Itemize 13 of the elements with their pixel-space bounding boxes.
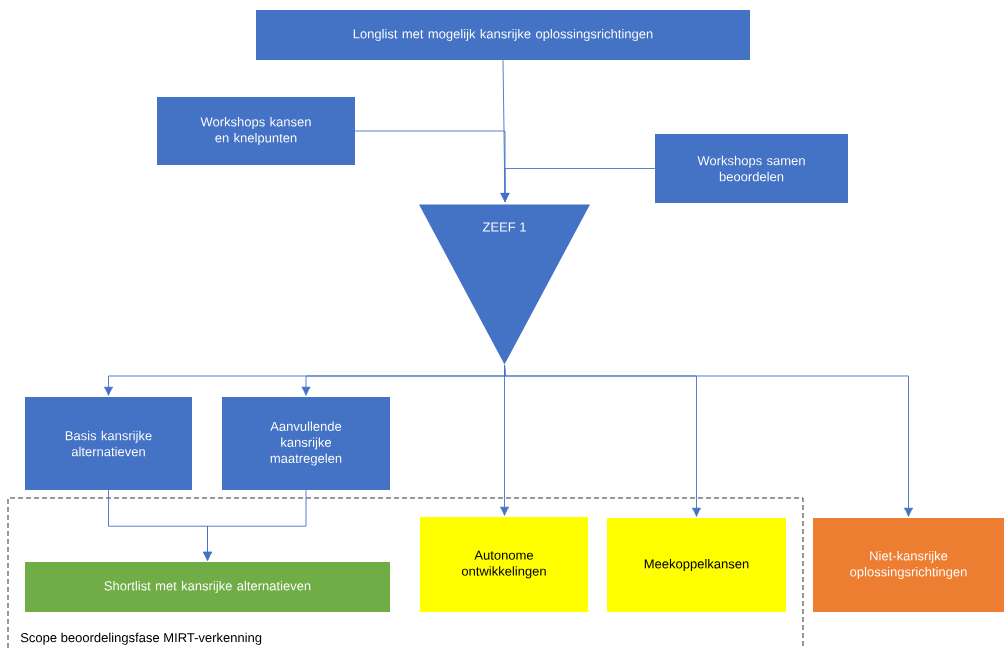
result-box: Shortlist met kansrijke alternatieven bbox=[25, 562, 390, 612]
arrow bbox=[202, 489, 307, 561]
arrow bbox=[504, 364, 914, 517]
process-box: Basis kansrijke alternatieven bbox=[25, 397, 192, 490]
process-box: Aanvullende kansrijke maatregelen bbox=[222, 397, 390, 490]
arrow bbox=[500, 168, 656, 202]
result-box: Meekoppelkansen bbox=[607, 518, 786, 612]
process-box: Longlist met mogelijk kansrijke oplossingsrichtingen bbox=[256, 10, 750, 60]
filter-triangle: ZEEF 1 bbox=[419, 204, 590, 365]
process-box: Workshops samen beoordelen bbox=[655, 134, 848, 203]
result-box: Autonome ontwikkelingen bbox=[420, 517, 588, 612]
result-box: Niet-kansrijke oplossingsrichtingen bbox=[813, 518, 1004, 612]
process-box: Workshops kansen en knelpunten bbox=[157, 97, 355, 165]
